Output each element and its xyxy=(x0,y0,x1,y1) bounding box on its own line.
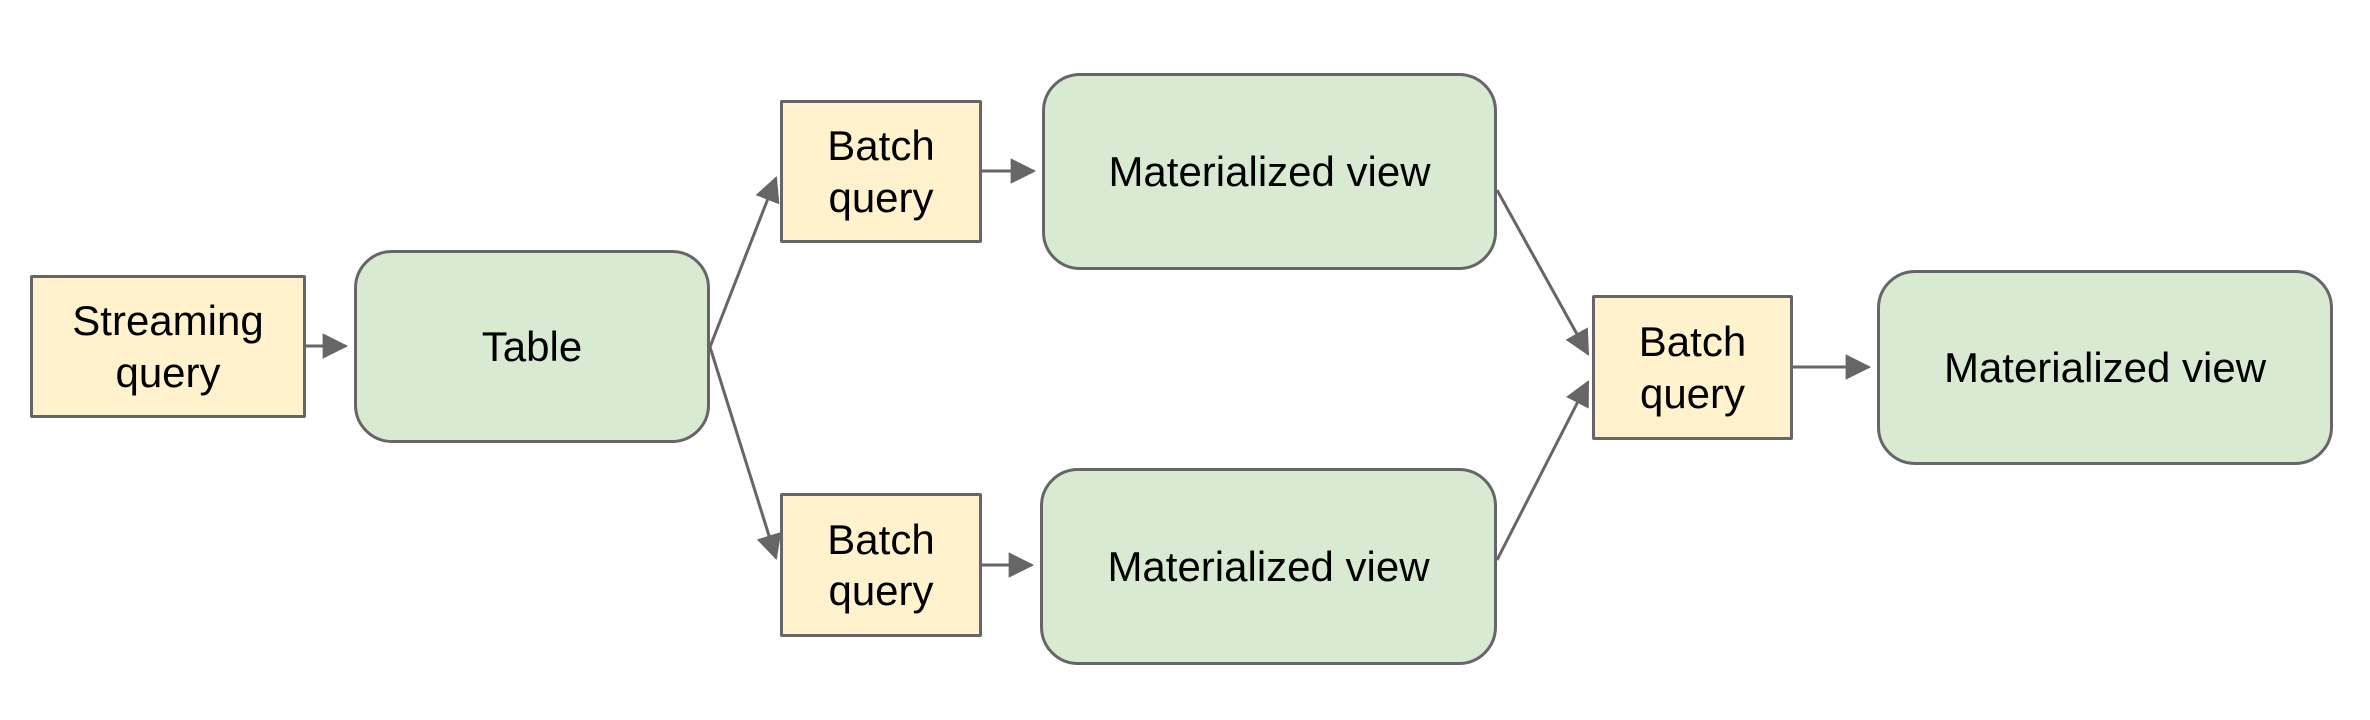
node-materialized-view-right-label: Materialized view xyxy=(1943,343,2267,391)
edge-table-to-batch-query-top xyxy=(708,176,780,348)
node-batch-query-right: Batch query xyxy=(1592,295,1793,440)
node-materialized-view-bottom: Materialized view xyxy=(1040,468,1497,665)
node-batch-query-top: Batch query xyxy=(780,100,982,243)
node-materialized-view-top-label: Materialized view xyxy=(1108,147,1431,195)
edge-mv-top-to-batch-query-right xyxy=(1495,189,1590,356)
node-streaming-query-label: Streaming query xyxy=(72,297,264,396)
node-table-label: Table xyxy=(481,322,583,370)
node-materialized-view-top: Materialized view xyxy=(1042,73,1497,270)
node-streaming-query: Streaming query xyxy=(30,275,306,418)
node-batch-query-top-label: Batch query xyxy=(827,122,935,221)
node-batch-query-bottom-label: Batch query xyxy=(827,515,935,614)
node-table: Table xyxy=(354,250,710,443)
node-materialized-view-right: Materialized view xyxy=(1877,270,2333,465)
edge-mv-bottom-to-batch-query-right xyxy=(1495,380,1590,561)
edge-table-to-batch-query-bottom xyxy=(708,346,782,561)
node-batch-query-bottom: Batch query xyxy=(780,493,982,637)
node-materialized-view-bottom-label: Materialized view xyxy=(1107,542,1430,590)
node-batch-query-right-label: Batch query xyxy=(1638,318,1747,417)
